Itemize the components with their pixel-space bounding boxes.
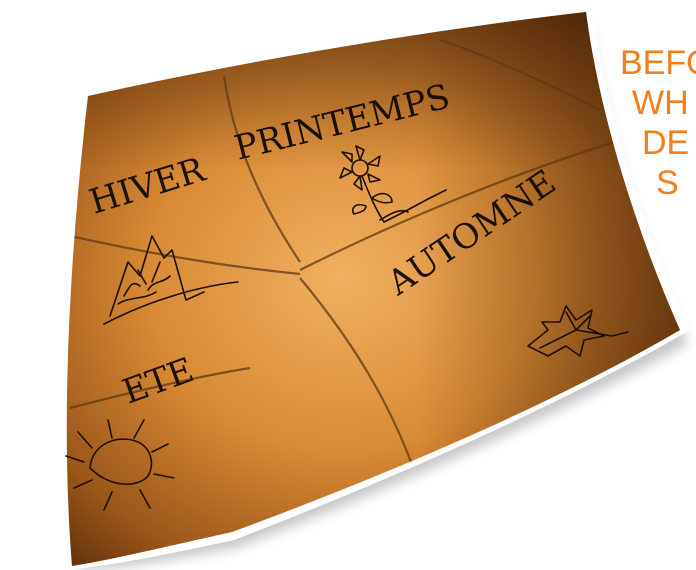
flower-icon xyxy=(339,145,447,223)
sun-icon xyxy=(65,419,175,511)
grid-line-horizontal-right xyxy=(299,132,641,271)
side-text-line-4: S xyxy=(656,164,679,202)
mountain-icon xyxy=(103,235,239,325)
side-text-line-2: WH xyxy=(632,84,689,122)
side-text-line-3: DE xyxy=(642,124,689,162)
grid-line-vertical-top xyxy=(222,75,301,263)
grid-line-top-right xyxy=(439,38,601,111)
grid-line-horizontal-left xyxy=(69,234,301,276)
grid-line-bottom-left xyxy=(69,366,251,410)
leaf-icon xyxy=(527,305,629,357)
side-text-line-1: BEFO xyxy=(620,44,696,82)
